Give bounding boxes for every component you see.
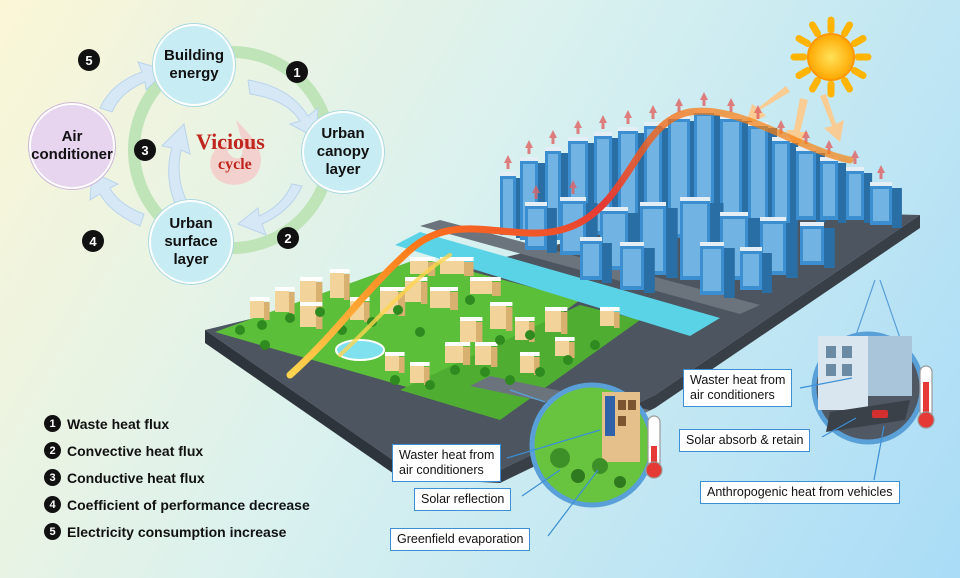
- node-urban-surface-layer: Urban surface layer: [149, 200, 233, 284]
- trees: [235, 295, 600, 390]
- vicious-cycle-subtitle: cycle: [218, 156, 252, 173]
- sun-icon: [790, 16, 872, 98]
- legend-number: 3: [44, 469, 61, 486]
- river: [395, 232, 720, 336]
- node-building-energy: Building energy: [153, 24, 235, 106]
- step-number-4: 4: [82, 230, 104, 252]
- callout-solar-absorb: Solar absorb & retain: [679, 429, 811, 452]
- step-number-1: 1: [286, 61, 308, 83]
- node-urban-canopy-layer: Urban canopy layer: [302, 111, 384, 193]
- legend-number: 5: [44, 523, 61, 540]
- step-number-5: 5: [78, 49, 100, 71]
- callout-urban-waste-heat: Waster heat from air conditioners: [683, 369, 793, 407]
- node-air-conditioner: Air conditioner: [29, 103, 115, 189]
- legend-number: 2: [44, 442, 61, 459]
- flame-icon: [210, 120, 261, 185]
- low-rise-buildings: [250, 257, 620, 385]
- callout-greenfield-evaporation: Greenfield evaporation: [390, 528, 531, 551]
- legend-item: 2 Convective heat flux: [44, 442, 203, 459]
- callout-solar-reflection: Solar reflection: [414, 488, 512, 511]
- step-number-3: 3: [134, 139, 156, 161]
- zoom-lines: [509, 279, 901, 403]
- green-zoom-circle: [529, 382, 655, 508]
- thermometer-urban-icon: [917, 365, 935, 429]
- legend-label: Coefficient of performance decrease: [67, 496, 310, 513]
- legend-label: Electricity consumption increase: [67, 523, 287, 540]
- callout-leader-lines: [506, 377, 885, 537]
- callout-green-waste-heat: Waster heat from air conditioners: [392, 444, 502, 482]
- step-number-2: 2: [277, 227, 299, 249]
- legend-item: 1 Waste heat flux: [44, 415, 169, 432]
- legend-label: Waste heat flux: [67, 415, 170, 432]
- vicious-cycle-title: Vicious: [196, 129, 265, 154]
- callout-anthropogenic-heat: Anthropogenic heat from vehicles: [700, 481, 900, 504]
- heat-emission-arrows: [504, 92, 885, 199]
- legend-label: Conductive heat flux: [67, 469, 205, 486]
- legend-number: 1: [44, 415, 61, 432]
- legend-number: 4: [44, 496, 61, 513]
- legend-item: 3 Conductive heat flux: [44, 469, 205, 486]
- legend-label: Convective heat flux: [67, 442, 204, 459]
- urban-zoom-circle: [811, 331, 925, 445]
- thermometer-green-icon: [645, 415, 663, 479]
- heat-wave-curve: [286, 107, 854, 379]
- legend-item: 5 Electricity consumption increase: [44, 523, 286, 540]
- legend-item: 4 Coefficient of performance decrease: [44, 496, 310, 513]
